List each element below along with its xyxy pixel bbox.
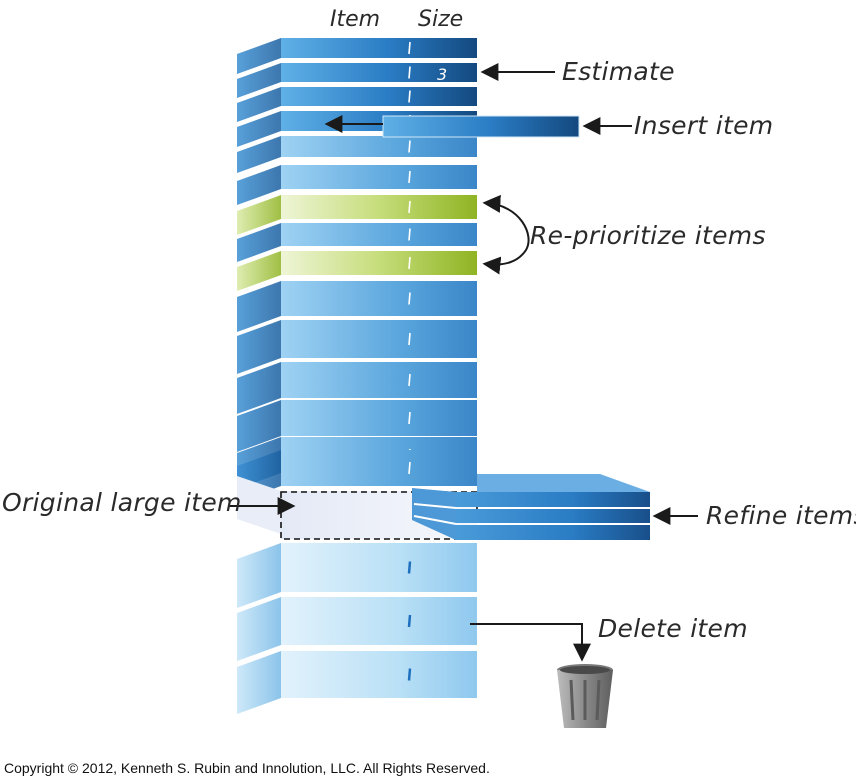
size-divider bbox=[408, 411, 411, 425]
row-side-face bbox=[237, 38, 281, 74]
backlog-item-row bbox=[237, 281, 477, 332]
size-divider bbox=[407, 614, 412, 628]
row-front-face bbox=[281, 597, 477, 645]
backlog-stack bbox=[237, 38, 477, 714]
row-front-face bbox=[281, 63, 477, 82]
size-divider bbox=[408, 461, 411, 475]
reprioritize-arrow bbox=[482, 194, 530, 275]
backlog-item-row bbox=[237, 320, 477, 374]
trash-can-icon bbox=[557, 664, 613, 728]
row-side-face bbox=[237, 281, 281, 332]
row-front-face bbox=[281, 195, 477, 219]
label-original-large-item: Original large item bbox=[2, 488, 242, 517]
backlog-item-row bbox=[237, 165, 477, 205]
size-divider bbox=[408, 228, 411, 241]
row-front-face bbox=[281, 450, 477, 486]
row-front-face bbox=[281, 281, 477, 316]
header-size: Size bbox=[418, 7, 463, 32]
row-side-face bbox=[237, 165, 281, 205]
estimate-value: 3 bbox=[437, 65, 447, 84]
size-divider bbox=[408, 41, 411, 55]
row-side-face bbox=[237, 362, 281, 414]
row-side-face bbox=[237, 63, 281, 98]
backlog-item-row bbox=[237, 136, 477, 173]
row-side-face bbox=[237, 651, 281, 714]
row-side-face bbox=[237, 543, 281, 608]
size-divider bbox=[408, 200, 411, 214]
row-front-face bbox=[281, 223, 477, 246]
row-front-face bbox=[281, 87, 477, 106]
row-front-face bbox=[281, 136, 477, 157]
backlog-item-row bbox=[237, 362, 477, 414]
size-divider bbox=[408, 292, 411, 305]
label-insert-item: Insert item bbox=[634, 111, 773, 140]
size-divider bbox=[407, 561, 412, 574]
row-front-face bbox=[281, 165, 477, 189]
row-front-face bbox=[281, 400, 477, 436]
size-divider bbox=[408, 140, 411, 153]
size-divider bbox=[408, 66, 411, 79]
label-refine-items: Refine items bbox=[706, 501, 856, 530]
size-divider bbox=[407, 668, 412, 681]
delete-arrow bbox=[470, 623, 591, 662]
backlog-item-row bbox=[237, 597, 477, 661]
row-side-face bbox=[237, 400, 281, 452]
row-side-face bbox=[237, 223, 281, 262]
row-side-face bbox=[237, 320, 281, 374]
backlog-item-row bbox=[237, 400, 477, 452]
size-divider bbox=[408, 373, 411, 387]
row-side-face bbox=[237, 195, 281, 235]
row-front-face bbox=[281, 320, 477, 358]
backlog-item-row bbox=[237, 251, 477, 291]
row-side-face bbox=[237, 87, 281, 122]
backlog-item-row bbox=[237, 651, 477, 714]
size-divider bbox=[408, 332, 411, 346]
size-divider bbox=[408, 256, 411, 270]
header-item: Item bbox=[330, 7, 380, 32]
refined-items bbox=[412, 474, 650, 540]
row-front-face bbox=[281, 651, 477, 698]
original-item-outline bbox=[280, 491, 478, 540]
size-divider bbox=[408, 90, 411, 103]
row-front-face bbox=[281, 362, 477, 398]
size-divider bbox=[408, 170, 411, 184]
row-side-face bbox=[237, 597, 281, 661]
copyright-notice: Copyright © 2012, Kenneth S. Rubin and I… bbox=[4, 760, 490, 776]
row-side-face bbox=[237, 136, 281, 173]
row-side-face bbox=[237, 111, 281, 147]
row-front-face bbox=[281, 543, 477, 592]
backlog-item-row bbox=[237, 223, 477, 262]
insert-item-bar bbox=[382, 115, 580, 138]
row-front-face bbox=[281, 251, 477, 275]
backlog-item-row bbox=[237, 63, 477, 98]
label-delete-item: Delete item bbox=[598, 614, 748, 643]
backlog-item-row bbox=[237, 543, 477, 608]
backlog-item-row bbox=[237, 87, 477, 122]
backlog-item-row bbox=[237, 38, 477, 74]
backlog-item-row bbox=[237, 195, 477, 235]
row-front-face bbox=[281, 38, 477, 58]
label-estimate: Estimate bbox=[562, 57, 675, 86]
label-reprioritize-items: Re-prioritize items bbox=[530, 221, 766, 250]
row-side-face bbox=[237, 251, 281, 291]
